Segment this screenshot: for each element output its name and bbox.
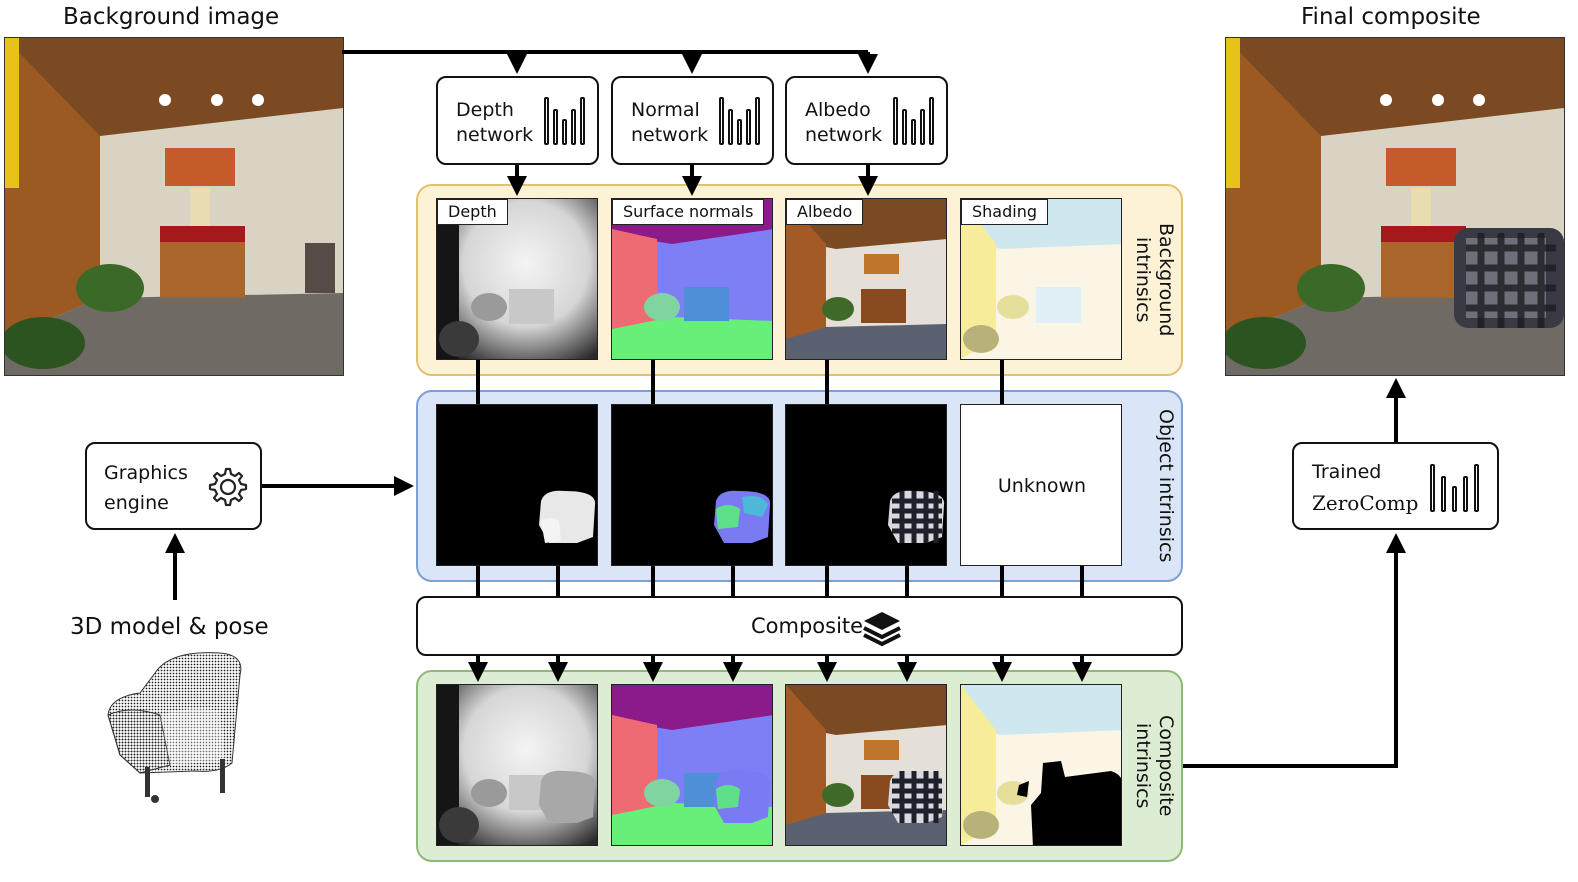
background-intrinsics-label: Background intrinsics — [1132, 223, 1177, 337]
composite-intrinsics-label: Composite intrinsics — [1132, 715, 1177, 817]
background-shading-tile: Shading — [960, 198, 1122, 360]
gear-icon — [202, 463, 250, 511]
network-bars-icon — [1430, 464, 1484, 512]
background-normals-tile: Surface normals — [611, 198, 773, 360]
network-bars-icon — [719, 97, 763, 145]
chair-point-cloud-model — [100, 645, 250, 805]
final-composite-image — [1225, 37, 1565, 376]
graphics-engine-label-1: Graphics — [104, 462, 188, 484]
background-image — [4, 37, 344, 376]
composite-depth-tile — [436, 684, 598, 846]
albedo-network-label-2: network — [805, 124, 883, 146]
composite-operation-bar: Composite — [416, 596, 1183, 656]
graphics-engine-label-2: engine — [104, 492, 169, 514]
normal-network-label-1: Normal — [631, 99, 700, 121]
normal-network-box: Normal network — [611, 76, 774, 165]
object-albedo-tile — [785, 404, 947, 566]
graphics-engine-box: Graphics engine — [85, 442, 262, 530]
object-shading-unknown-tile: Unknown — [960, 404, 1122, 566]
unknown-label: Unknown — [997, 475, 1087, 497]
depth-network-box: Depth network — [436, 76, 599, 165]
composite-albedo-tile — [785, 684, 947, 846]
background-depth-tile: Depth — [436, 198, 598, 360]
background-albedo-tile: Albedo — [785, 198, 947, 360]
tile-tag-surface-normals: Surface normals — [612, 199, 765, 225]
object-depth-tile — [436, 404, 598, 566]
tile-tag-depth: Depth — [437, 199, 508, 225]
background-image-title: Background image — [63, 4, 280, 30]
layers-icon — [862, 608, 902, 648]
composite-normals-tile — [611, 684, 773, 846]
object-normals-tile — [611, 404, 773, 566]
normal-network-label-2: network — [631, 124, 709, 146]
tile-tag-albedo: Albedo — [786, 199, 864, 225]
depth-network-label-1: Depth — [456, 99, 514, 121]
zerocomp-label: ZeroComp — [1312, 491, 1419, 515]
object-intrinsics-label: Object intrinsics — [1155, 409, 1177, 563]
albedo-network-label-1: Albedo — [805, 99, 871, 121]
network-bars-icon — [893, 97, 937, 145]
composite-shading-tile — [960, 684, 1122, 846]
model-pose-title: 3D model & pose — [70, 614, 269, 640]
final-composite-title: Final composite — [1301, 4, 1481, 30]
tile-tag-shading: Shading — [961, 199, 1048, 225]
network-bars-icon — [544, 97, 588, 145]
albedo-network-box: Albedo network — [785, 76, 948, 165]
composite-label: Composite — [751, 614, 864, 638]
depth-network-label-2: network — [456, 124, 534, 146]
trained-label: Trained — [1312, 461, 1382, 483]
trained-zerocomp-box: Trained ZeroComp — [1292, 442, 1499, 530]
